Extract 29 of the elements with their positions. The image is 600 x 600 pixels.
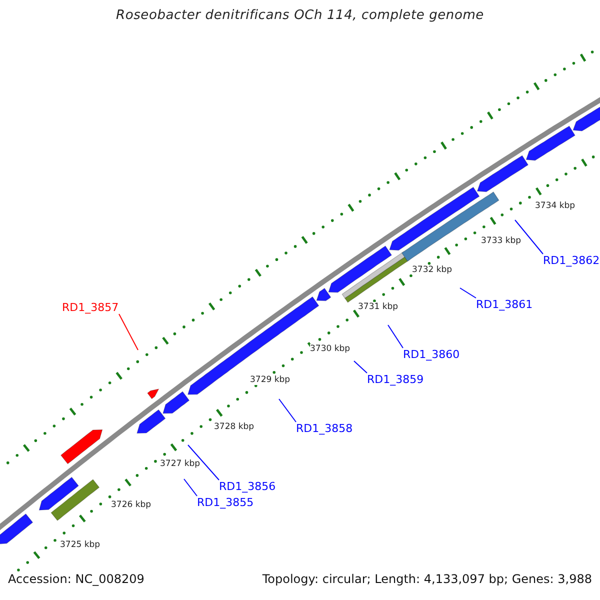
leader-line (184, 478, 198, 496)
leader-line (278, 398, 296, 422)
genome-stats-text: Topology: circular; Length: 4,133,097 bp; Genes: 3,988 (262, 572, 592, 586)
gene-label: RD1_3858 (296, 422, 353, 435)
position-label: 3728 kbp (214, 422, 254, 432)
leader-line (354, 360, 368, 374)
position-label: 3725 kbp (60, 540, 100, 550)
gene-label: RD1_3859 (367, 373, 424, 386)
position-label: 3730 kbp (310, 344, 350, 354)
gene-label: RD1_3860 (403, 348, 460, 361)
leader-line (388, 324, 404, 348)
position-label: 3734 kbp (535, 201, 576, 211)
position-label: 3726 kbp (111, 500, 152, 510)
gene-label: RD1_3861 (476, 298, 533, 311)
accession-text: Accession: NC_008209 (8, 572, 144, 586)
leader-line (118, 314, 138, 350)
position-label: 3731 kbp (358, 302, 398, 312)
position-label: 3729 kbp (250, 375, 290, 385)
gene-label: RD1_3856 (219, 480, 276, 493)
gene-label: RD1_3857 (62, 301, 119, 314)
genome-title: Roseobacter denitrificans OCh 114, complete genome (115, 8, 485, 23)
position-label: 3727 kbp (160, 459, 200, 469)
gene-label: RD1_3855 (197, 496, 254, 509)
position-label: 3732 kbp (412, 265, 452, 275)
leader-line (514, 220, 544, 254)
leader-line (460, 288, 476, 298)
gene-label: RD1_3862 (543, 254, 600, 267)
leader-line (188, 444, 220, 480)
position-label: 3733 kbp (481, 236, 522, 246)
